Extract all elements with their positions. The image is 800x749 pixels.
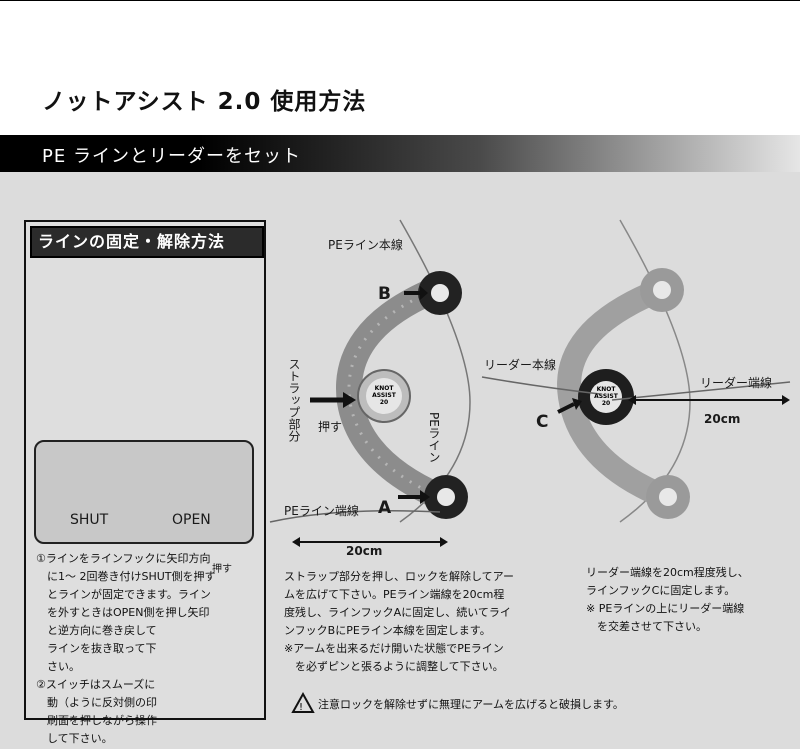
hook-c bbox=[578, 369, 634, 425]
box-line: 動（ように反対側の印 bbox=[36, 696, 157, 709]
strap-label: ストラップ部分 bbox=[287, 358, 301, 442]
right-instructions: リーダー端線を20cm程度残し、 ラインフックCに固定します。 ※ PEラインの… bbox=[586, 564, 749, 636]
page-title: ノットアシスト 2.0 使用方法 bbox=[42, 89, 367, 115]
warning-text: 注意ロックを解除せずに無理にアームを広げると破損します。 bbox=[318, 698, 624, 711]
hook-a-label: A bbox=[378, 498, 392, 518]
right-line: リーダー端線を20cm程度残し、 bbox=[586, 566, 749, 579]
box-line: 刷面を押しながら操作 bbox=[36, 714, 157, 727]
mid-line: 度残し、ラインフックAに固定し、続いてライ bbox=[284, 606, 511, 619]
dist-right: 20cm bbox=[704, 412, 741, 426]
box-line: とラインが固定できます。ライン bbox=[36, 588, 211, 601]
section-banner: PE ラインとリーダーをセット bbox=[0, 135, 800, 172]
mid-line: ※アームを出来るだけ開いた状態でPEライン bbox=[284, 642, 504, 655]
banner-text: PE ラインとリーダーをセット bbox=[42, 146, 301, 167]
pe-main-label: PEライン本線 bbox=[328, 238, 403, 252]
mid-line: ストラップ部分を押し、ロックを解除してアー bbox=[284, 570, 515, 583]
pe-line-label: PEライン bbox=[427, 412, 441, 463]
hub-label: 20 bbox=[380, 399, 388, 406]
box-line: して下さい。 bbox=[36, 732, 113, 745]
pe-end-label: PEライン端線 bbox=[284, 504, 359, 518]
right-line: ※ PEラインの上にリーダー端線 bbox=[586, 602, 745, 615]
push-label: 押す bbox=[318, 420, 343, 434]
top-rule bbox=[0, 0, 800, 1]
leader-end-label: リーダー端線 bbox=[700, 376, 773, 390]
hook-b-label: B bbox=[378, 284, 391, 304]
box-title: ラインの固定・解除方法 bbox=[30, 226, 264, 258]
box-line: ラインを抜き取って下 bbox=[36, 642, 157, 655]
hook-a bbox=[424, 475, 468, 519]
right-tool-arm bbox=[557, 280, 677, 509]
shut-label: SHUT bbox=[70, 512, 109, 528]
right-hub-bottom bbox=[646, 475, 690, 519]
right-line: を交差させて下さい。 bbox=[586, 620, 707, 633]
svg-text:!: ! bbox=[299, 702, 303, 713]
mid-line: ンフックBにPEライン本線を固定します。 bbox=[284, 624, 491, 637]
hub-label: ASSIST bbox=[372, 392, 397, 399]
hub-label: KNOT bbox=[597, 386, 617, 393]
hook-c-label: C bbox=[536, 412, 549, 432]
hub-label: ASSIST bbox=[594, 393, 619, 400]
leader-main-label: リーダー本線 bbox=[484, 358, 557, 372]
box-line: ②スイッチはスムーズに bbox=[36, 678, 156, 691]
mid-instructions: ストラップ部分を押し、ロックを解除してアー ムを広げて下さい。PEライン端線を2… bbox=[284, 568, 514, 676]
switch-panel: SHUT OPEN bbox=[34, 440, 254, 544]
box-line: と逆方向に巻き戻して bbox=[36, 624, 157, 637]
box-line: ①ラインをラインフックに矢印方向 bbox=[36, 552, 211, 565]
box-instructions: ①ラインをラインフックに矢印方向 に1～ 2回巻き付けSHUT側を押す とライン… bbox=[36, 550, 216, 748]
right-hub-top bbox=[640, 268, 684, 312]
warning-icon bbox=[291, 691, 315, 713]
mid-line: ムを広げて下さい。PEライン端線を20cm程 bbox=[284, 588, 505, 601]
right-line: ラインフックCに固定します。 bbox=[586, 584, 736, 597]
box-line: さい。 bbox=[36, 660, 80, 673]
center-hub-left bbox=[357, 369, 411, 423]
mid-line: を必ずピンと張るように調整して下さい。 bbox=[284, 660, 504, 673]
box-line: を外すときはOPEN側を押し矢印 bbox=[36, 606, 210, 619]
dist-left: 20cm bbox=[346, 544, 383, 558]
lock-release-box: ラインの固定・解除方法 SHUT OPEN 押す ①ラインをラインフックに矢印方… bbox=[24, 220, 266, 745]
open-label: OPEN bbox=[172, 512, 211, 528]
box-line: に1～ 2回巻き付けSHUT側を押す bbox=[36, 570, 216, 583]
hub-label: 20 bbox=[602, 400, 610, 407]
push-small-label: 押す bbox=[212, 564, 232, 575]
hub-label: KNOT bbox=[375, 385, 395, 392]
hook-b bbox=[418, 271, 462, 315]
